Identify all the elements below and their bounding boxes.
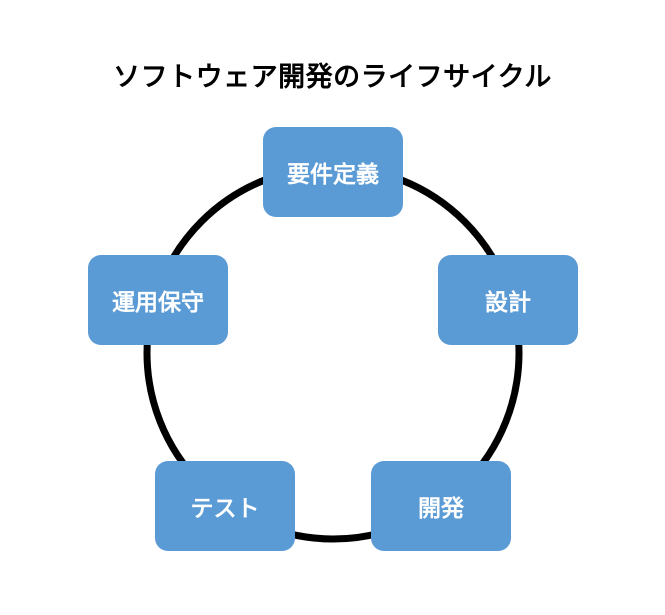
stage-label-design: 設計 xyxy=(485,290,531,316)
stage-label-maintenance: 運用保守 xyxy=(112,290,204,316)
stage-design-box: 設計 xyxy=(438,255,578,345)
stage-label-requirements: 要件定義 xyxy=(287,162,379,188)
stage-label-development: 開発 xyxy=(418,496,464,522)
stage-requirements-box: 要件定義 xyxy=(263,127,403,217)
stage-label-testing: テスト xyxy=(190,496,260,522)
diagram-title: ソフトウェア開発のライフサイクル xyxy=(113,62,552,93)
stage-maintenance-box: 運用保守 xyxy=(88,255,228,345)
stage-testing-box: テスト xyxy=(155,461,295,551)
stage-development-box: 開発 xyxy=(371,461,511,551)
